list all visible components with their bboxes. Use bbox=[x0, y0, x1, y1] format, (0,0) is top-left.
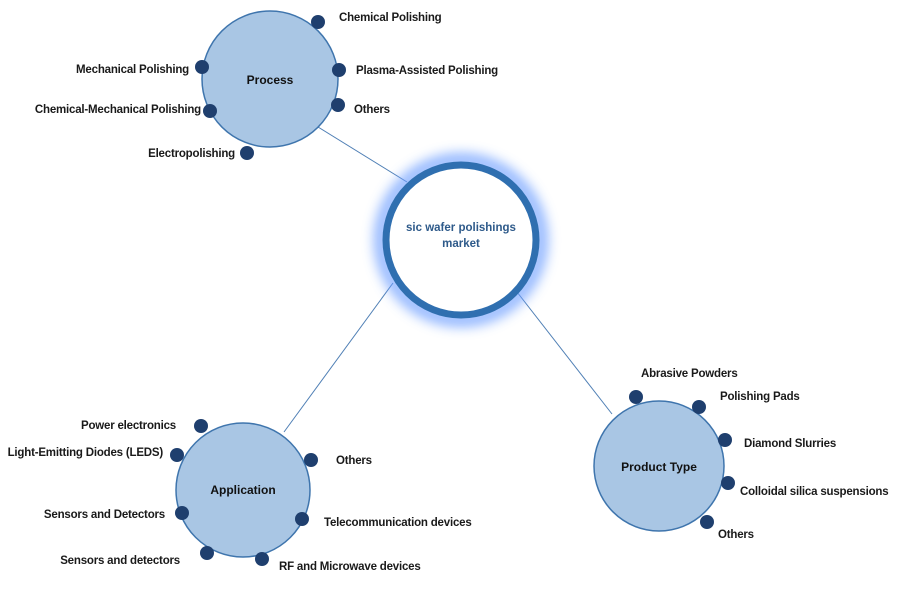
node-dot bbox=[295, 512, 309, 526]
node-label: Abrasive Powders bbox=[641, 368, 738, 380]
node-label: Power electronics bbox=[81, 420, 176, 432]
node-colloidal-silica-suspensions: Colloidal silica suspensions bbox=[721, 476, 889, 498]
node-electropolishing: Electropolishing bbox=[148, 146, 254, 160]
node-label: Others bbox=[336, 455, 372, 467]
node-leds: Light-Emitting Diodes (LEDS) bbox=[8, 447, 184, 462]
node-dot bbox=[203, 104, 217, 118]
hub-product-type: Product Type Abrasive Powders Polishing … bbox=[593, 368, 889, 541]
node-label: Light-Emitting Diodes (LEDS) bbox=[8, 447, 164, 459]
node-dot bbox=[194, 419, 208, 433]
node-sensors-and-detectors-2: Sensors and detectors bbox=[60, 546, 214, 567]
center-title-line2: market bbox=[442, 238, 480, 250]
node-label: Others bbox=[354, 104, 390, 116]
node-dot bbox=[170, 448, 184, 462]
node-rf-and-microwave-devices: RF and Microwave devices bbox=[255, 552, 421, 573]
hub-circle-process bbox=[201, 10, 339, 148]
center-circle bbox=[382, 161, 540, 319]
node-dot bbox=[332, 63, 346, 77]
connector-center-application bbox=[283, 282, 394, 433]
connector-center-process bbox=[317, 126, 408, 183]
hub-label-product-type: Product Type bbox=[621, 460, 697, 474]
center-title-line1: sic wafer polishings bbox=[406, 222, 516, 234]
connector-center-product-type bbox=[516, 291, 613, 415]
node-dot bbox=[240, 146, 254, 160]
hub-circle-application bbox=[175, 422, 311, 558]
node-dot bbox=[200, 546, 214, 560]
node-abrasive-powders: Abrasive Powders bbox=[629, 368, 738, 404]
hub-circle-product-type bbox=[593, 400, 725, 532]
node-dot bbox=[304, 453, 318, 467]
node-chemical-polishing: Chemical Polishing bbox=[311, 12, 442, 29]
node-label: Chemical Polishing bbox=[339, 12, 442, 24]
node-label: Electropolishing bbox=[148, 148, 235, 160]
node-dot bbox=[700, 515, 714, 529]
node-diamond-slurries: Diamond Slurries bbox=[718, 433, 836, 450]
node-label: Telecommunication devices bbox=[324, 517, 472, 529]
node-plasma-assisted-polishing: Plasma-Assisted Polishing bbox=[332, 63, 498, 77]
node-dot bbox=[629, 390, 643, 404]
node-label: Chemical-Mechanical Polishing bbox=[35, 104, 201, 116]
hub-label-application: Application bbox=[210, 483, 275, 497]
node-dot bbox=[255, 552, 269, 566]
node-label: Diamond Slurries bbox=[744, 438, 836, 450]
hub-process: Process Chemical Polishing Plasma-Assist… bbox=[35, 10, 498, 160]
node-dot bbox=[718, 433, 732, 447]
node-dot bbox=[721, 476, 735, 490]
node-label: Sensors and detectors bbox=[60, 555, 180, 567]
hub-label-process: Process bbox=[247, 73, 294, 87]
node-label: Sensors and Detectors bbox=[44, 509, 165, 521]
node-application-others: Others bbox=[304, 453, 372, 467]
node-label: RF and Microwave devices bbox=[279, 561, 421, 573]
node-dot bbox=[311, 15, 325, 29]
hub-application: Application Power electronics Light-Emit… bbox=[8, 419, 472, 573]
node-label: Colloidal silica suspensions bbox=[740, 486, 888, 498]
center-node: sic wafer polishings market bbox=[374, 153, 548, 327]
node-telecommunication-devices: Telecommunication devices bbox=[295, 512, 472, 529]
node-product-type-others: Others bbox=[700, 515, 754, 541]
node-mechanical-polishing: Mechanical Polishing bbox=[76, 60, 209, 76]
node-dot bbox=[175, 506, 189, 520]
node-label: Plasma-Assisted Polishing bbox=[356, 65, 498, 77]
node-chemical-mechanical-polishing: Chemical-Mechanical Polishing bbox=[35, 104, 217, 118]
node-label: Others bbox=[718, 529, 754, 541]
node-label: Mechanical Polishing bbox=[76, 64, 189, 76]
node-process-others: Others bbox=[331, 98, 390, 116]
node-dot bbox=[331, 98, 345, 112]
node-polishing-pads: Polishing Pads bbox=[692, 391, 800, 414]
node-dot bbox=[692, 400, 706, 414]
node-sensors-and-detectors-1: Sensors and Detectors bbox=[44, 506, 189, 521]
node-dot bbox=[195, 60, 209, 74]
node-power-electronics: Power electronics bbox=[81, 419, 208, 433]
node-label: Polishing Pads bbox=[720, 391, 800, 403]
